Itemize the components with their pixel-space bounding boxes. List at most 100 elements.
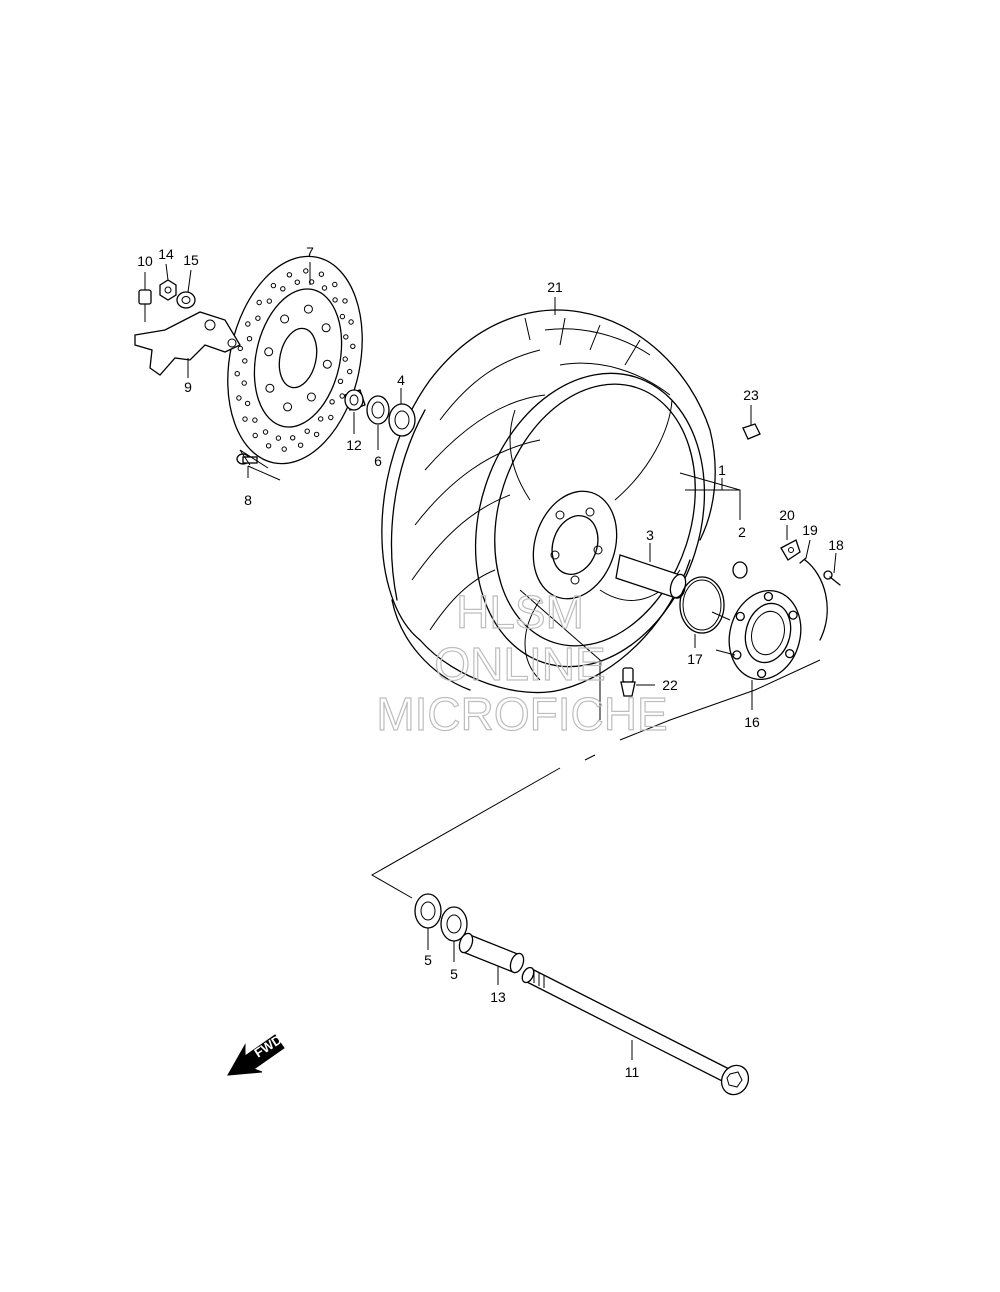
disc-hole [281,446,287,452]
bearing-4[interactable] [388,403,416,437]
disc-hole [290,435,296,441]
disc-hole [337,378,344,384]
callout-6: 6 [374,453,382,469]
o-ring[interactable] [679,576,725,634]
disc-hole [297,442,304,448]
disc-hole [308,279,315,285]
fwd-arrow: FWD [227,1032,285,1076]
disc-hole [332,297,338,303]
disc-hole [347,368,353,375]
washer-15[interactable] [176,291,196,309]
disc-hole [252,417,258,423]
callout-16: 16 [744,714,760,730]
disc-hole [265,443,272,449]
disc-hole [303,268,309,274]
disc-rivet [306,392,316,402]
disc-hole [242,416,248,422]
disc-rivet [264,347,274,357]
callout-4: 4 [397,372,405,388]
callout-18: 18 [828,537,844,553]
disc-rivet [303,304,313,314]
disc-rivet [265,383,275,393]
callout-19: 19 [802,522,818,538]
disc-hole [318,271,325,277]
disc-hole [275,435,282,441]
callout-numbers: 1 2 3 4 5 5 6 7 8 9 10 11 12 13 14 15 16… [137,244,844,1080]
disc-hole [342,356,348,362]
disc-hole [332,281,338,288]
hub-stud [735,611,745,622]
callout-20: 20 [779,507,795,523]
disc-hole [339,393,345,399]
hub-stud [756,668,767,679]
nut-14[interactable] [159,279,177,301]
disc-hole [304,428,310,434]
center-collar[interactable] [615,554,688,600]
callout-22: 22 [662,677,678,693]
callout-3: 3 [646,527,654,543]
disc-hole [262,429,269,435]
bearing-2[interactable] [732,561,748,579]
disc-hole [328,414,334,421]
disc-rivet [322,359,332,369]
hub-stud [785,648,795,659]
callout-5-left: 5 [424,952,432,968]
disc-hole [256,299,262,306]
circlip[interactable] [799,557,828,641]
clip-20[interactable] [780,539,801,561]
callout-12: 12 [346,437,362,453]
disc-hole [241,380,247,386]
disc-hole [246,336,253,342]
watermark: HLSM ONLINE MICROFICHE [376,585,669,740]
callout-11: 11 [625,1064,640,1080]
disc-hole [255,315,261,321]
bearing-5-left[interactable] [414,893,442,929]
hub-stud [763,591,774,602]
disc-hole [244,400,251,407]
watermark-line-2: ONLINE [434,638,605,690]
disc-hole [343,334,349,340]
spacer-tube[interactable] [457,932,526,975]
watermark-line-1: HLSM [456,586,584,638]
disc-hole [342,298,348,304]
watermark-line-3: MICROFICHE [376,688,667,740]
tire-valve[interactable] [620,667,636,697]
callout-10: 10 [137,253,153,269]
disc-rivet [280,314,290,324]
disc-hole [286,272,293,278]
disc-hole [329,399,335,405]
spacer-12[interactable] [344,389,366,411]
wheel-rim[interactable] [439,343,741,696]
disc-hole [270,282,277,289]
disc-hole [280,286,286,292]
disc-hole [252,432,258,439]
callout-7: 7 [306,244,314,260]
disc-hole [313,431,320,438]
brake-disc[interactable] [210,244,381,476]
disc-hole [348,319,354,325]
balance-weight[interactable] [742,423,761,440]
callout-14: 14 [158,246,174,262]
callout-13: 13 [490,989,506,1005]
oil-seal-6[interactable] [366,395,390,425]
tire[interactable] [381,309,716,694]
callout-9: 9 [184,379,192,395]
rear-axle[interactable] [520,966,753,1100]
screw-18[interactable] [823,570,841,586]
rear-hub[interactable] [711,582,810,687]
disc-hole [237,345,244,352]
callout-17: 17 [687,651,703,667]
disc-hole [339,313,346,320]
disc-hole [318,416,324,422]
disc-hole [236,395,242,401]
disc-hole [321,285,328,291]
disc-hole [234,371,240,377]
hub-stud [788,610,798,620]
bolt-10[interactable] [138,289,152,322]
caliper-bracket[interactable] [134,311,241,376]
leader-lines [144,262,837,1060]
callout-21: 21 [547,279,563,295]
disc-rivet [321,323,331,333]
callout-1: 1 [718,462,726,478]
